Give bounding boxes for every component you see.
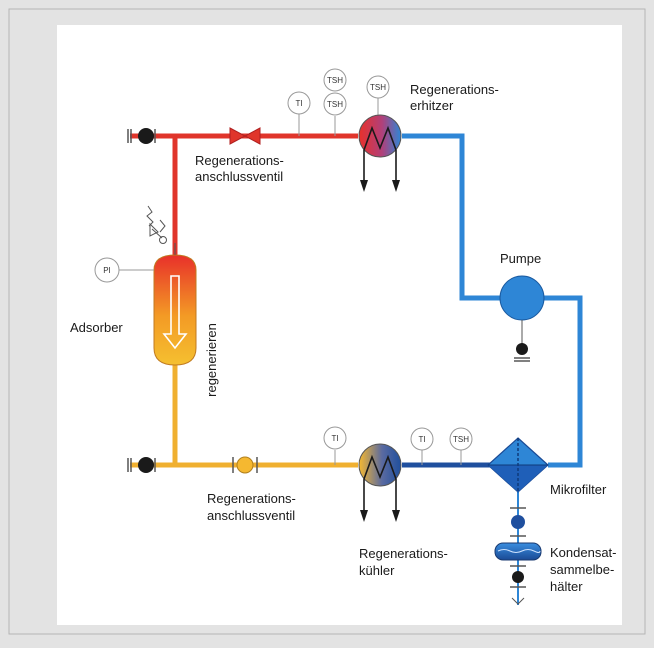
regeneration-valve-top [229,127,261,145]
flow-down-arrow-icon [162,275,188,350]
temperature-switch-high-bottom: TSH [449,427,473,465]
heater-label-2: erhitzer [410,98,454,113]
regen-valve-bottom-label-2: anschlussventil [207,508,295,523]
inlet-connector-bottom [127,457,156,473]
regeneration-valve-bottom [232,456,258,474]
pi-label: PI [103,266,111,275]
condensate-label-3: hälter [550,579,583,594]
tsh-top-lower-label: TSH [327,100,343,109]
pump-label: Pumpe [500,251,541,266]
ti-cooler-label: TI [331,434,338,443]
adsorber-label: Adsorber [70,320,123,335]
condensate-collector [494,507,542,605]
regen-valve-top-label-1: Regenerations- [195,153,284,168]
inlet-connector-top [127,128,156,144]
cold-pipe-pump-to-filter [544,295,583,468]
adsorber-vessel [153,254,197,366]
pressure-indicator: PI [94,257,154,283]
temperature-indicator-top: TI [287,91,311,136]
regen-valve-top-label-2: anschlussventil [195,169,283,184]
regeneration-cooler [358,443,402,522]
regeneration-heater [358,114,402,192]
cooler-label-2: kühler [359,563,395,578]
temperature-indicator-bottom: TI [410,427,434,465]
tsh-heater-label: TSH [370,83,386,92]
condensate-label-2: sammelbe- [550,562,614,577]
regenerieren-label: regenerieren [204,323,219,397]
cooler-label-1: Regenerations- [359,546,448,561]
ti-bottom-label: TI [418,435,425,444]
regen-valve-bottom-label-1: Regenerations- [207,491,296,506]
pump [499,275,545,362]
temperature-switch-high-top: TSH TSH [323,68,347,136]
cold-pipe-heater-to-pump [402,133,500,301]
safety-relief-valve-icon [146,205,176,255]
microfilter-label: Mikrofilter [550,482,607,497]
condensate-label-1: Kondensat- [550,545,617,560]
ti-top-label: TI [295,99,302,108]
heater-label-1: Regenerations- [410,82,499,97]
temperature-indicator-cooler: TI [323,426,347,465]
tsh-top-upper-label: TSH [327,76,343,85]
tsh-bottom-label: TSH [453,435,469,444]
temperature-switch-high-heater: TSH [366,75,390,118]
diagram-panel [57,25,622,625]
microfilter [487,437,549,493]
